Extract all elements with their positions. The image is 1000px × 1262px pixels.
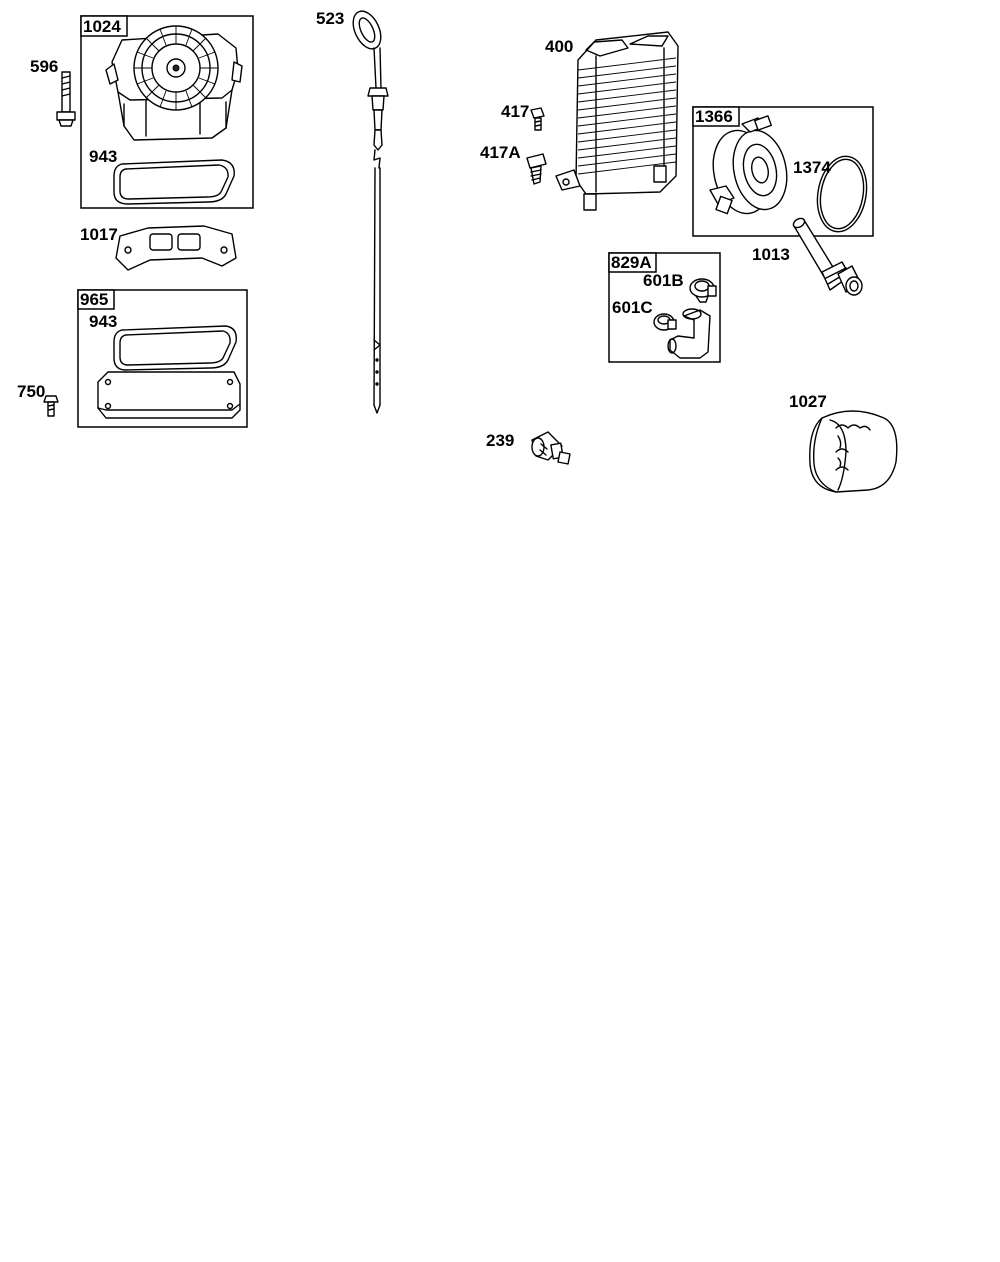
- group-965-tag: [77, 289, 115, 310]
- label-1366: 1366: [695, 107, 733, 126]
- fitting-1013-part: [792, 217, 863, 296]
- label-417a: 417A: [480, 143, 521, 162]
- group-1024-tag: [80, 15, 128, 37]
- label-417: 417: [501, 102, 529, 121]
- label-601b: 601B: [643, 271, 684, 290]
- screw-750-part: [43, 395, 59, 417]
- group-829a: 829A: [608, 252, 721, 363]
- label-400: 400: [545, 37, 573, 56]
- bolt-596-part: [56, 71, 76, 127]
- label-239: 239: [486, 431, 514, 450]
- group-1366-frame: [692, 106, 874, 237]
- group-965-frame: [77, 289, 248, 428]
- oil-cooler-400-part: [555, 31, 679, 211]
- group-829a-tag: [608, 252, 657, 273]
- label-523: 523: [316, 9, 344, 28]
- clamp-601b-part: [689, 278, 717, 303]
- label-601c: 601C: [612, 298, 653, 317]
- label-750: 750: [17, 382, 45, 401]
- label-943-lower: 943: [89, 312, 117, 331]
- gasket-943-lower: [113, 325, 237, 371]
- label-1013: 1013: [752, 245, 790, 264]
- label-1374: 1374: [793, 158, 831, 177]
- group-965: 965: [77, 289, 248, 428]
- pressure-switch-239-part: [531, 431, 571, 465]
- gasket-1017-part: [115, 225, 237, 271]
- label-829a: 829A: [611, 253, 652, 272]
- screw-417-part: [530, 107, 545, 131]
- gasket-943-top: [113, 159, 235, 205]
- cover-plate-part: [97, 371, 241, 419]
- o-ring-1374-part: [816, 155, 868, 233]
- label-1024: 1024: [83, 17, 121, 36]
- oil-pump-part: [105, 25, 243, 141]
- label-1027: 1027: [789, 392, 827, 411]
- group-1366-tag: [692, 106, 740, 127]
- group-1024-frame: [80, 15, 254, 209]
- filter-adapter-part: [709, 115, 788, 215]
- clamp-601c-part: [653, 313, 677, 331]
- hose-part: [667, 308, 711, 359]
- group-829a-frame: [608, 252, 721, 363]
- label-943-top: 943: [89, 147, 117, 166]
- label-596: 596: [30, 57, 58, 76]
- dipstick-523-part: [352, 10, 389, 414]
- label-1017: 1017: [80, 225, 118, 244]
- oil-filter-1027-part: [809, 410, 898, 493]
- group-1366: 1366: [692, 106, 874, 237]
- group-1024: 1024: [80, 15, 254, 209]
- label-965: 965: [80, 290, 108, 309]
- screw-417a-part: [526, 153, 547, 185]
